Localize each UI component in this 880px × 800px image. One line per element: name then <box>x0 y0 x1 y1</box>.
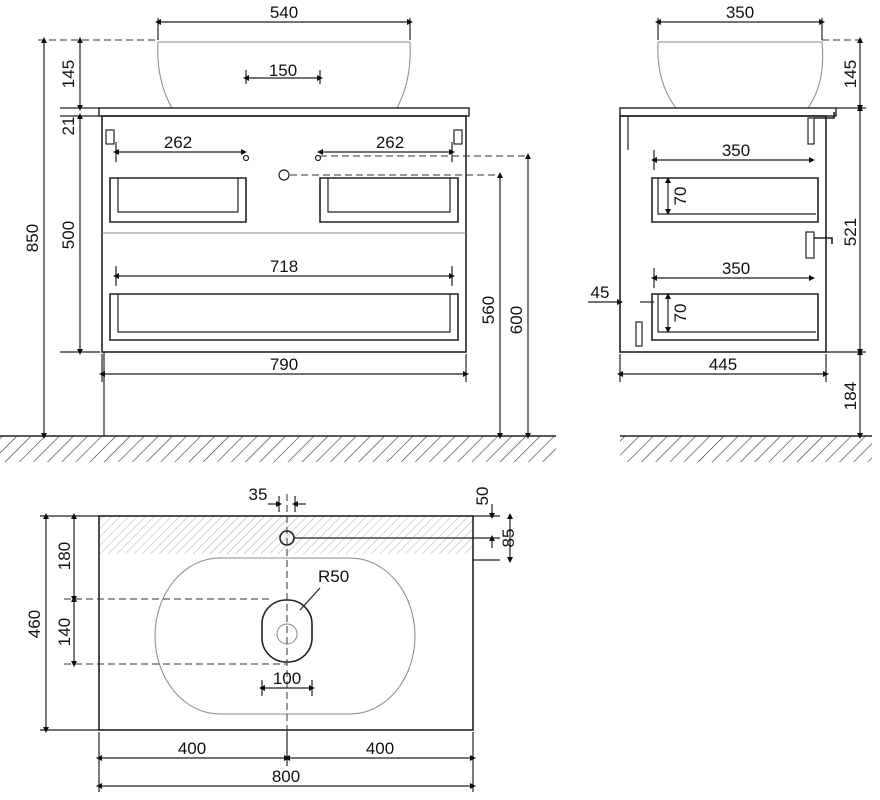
front-body-height-label: 500 <box>59 221 78 249</box>
side-pipe-top <box>814 112 835 119</box>
plan-tap-offset-label: 35 <box>249 485 268 504</box>
plan-outline <box>98 515 474 731</box>
side-dim-lower-70: 70 <box>665 293 690 333</box>
front-560-label: 560 <box>479 296 498 324</box>
plan-r50-label: R50 <box>318 567 349 586</box>
front-basin-height-label: 145 <box>59 60 78 88</box>
side-floor-hatch <box>620 436 872 462</box>
side-basin-depth-label: 350 <box>726 3 754 22</box>
side-view: 350 350 70 350 70 45 <box>588 3 872 462</box>
dim-tap-hole: 150 <box>243 61 323 84</box>
front-hinge-left <box>105 129 115 145</box>
plan-r50-leader <box>299 587 321 611</box>
front-upper-left-handle <box>109 177 247 223</box>
side-leg <box>635 321 643 347</box>
side-right-verticals: 145 521 184 <box>822 37 866 439</box>
front-tap-hole-label: 150 <box>269 61 297 80</box>
plan-left-verticals: 180 140 460 <box>25 513 99 733</box>
plan-basin-oval <box>154 557 416 715</box>
side-hinge-lower <box>805 231 815 259</box>
side-lower-height-label: 70 <box>671 304 690 323</box>
side-countertop <box>619 107 837 117</box>
side-body-height-label: 521 <box>841 218 860 246</box>
plan-tap-depth-label: 85 <box>499 529 518 548</box>
side-body-depth-label: 445 <box>709 355 737 374</box>
dim-left-262: 262 <box>113 133 247 162</box>
front-total-height-label: 850 <box>23 224 42 252</box>
dim-basin-width: 540 <box>155 3 413 40</box>
plan-total-depth-label: 460 <box>25 610 44 638</box>
front-body <box>101 115 467 353</box>
front-basin-width-label: 540 <box>270 3 298 22</box>
side-leg-offset-label: 45 <box>591 283 610 302</box>
plan-tap-from-back-label: 50 <box>473 487 492 506</box>
side-floor-clearance-label: 184 <box>841 382 860 410</box>
front-drain-hole <box>278 169 290 181</box>
dim-right-verticals: 560 600 <box>290 153 531 439</box>
plan-back-band-label: 180 <box>55 542 74 570</box>
side-dim-lower-350: 350 <box>651 259 815 288</box>
dim-lower-drawer: 718 <box>113 257 455 286</box>
side-dim-upper-70: 70 <box>665 177 690 215</box>
front-view: 540 150 262 262 718 <box>0 3 556 462</box>
plan-back-band <box>99 516 473 554</box>
front-floor-hatch <box>0 436 556 462</box>
side-upper-height-label: 70 <box>671 187 690 206</box>
plan-drain-width-label: 100 <box>273 669 301 688</box>
side-lower-depth-label: 350 <box>722 259 750 278</box>
front-left-262-label: 262 <box>164 133 192 152</box>
side-dim-upper-350: 350 <box>651 141 815 170</box>
front-790-label: 790 <box>270 355 298 374</box>
side-upper-depth-label: 350 <box>722 141 750 160</box>
plan-dim-800: 800 <box>96 767 476 789</box>
plan-dim-100: 100 <box>259 669 315 696</box>
side-dim-445: 445 <box>617 354 829 382</box>
plan-drain-band-label: 140 <box>55 618 74 646</box>
front-right-262-label: 262 <box>376 133 404 152</box>
side-body <box>619 115 827 353</box>
plan-dim-35: 35 <box>249 485 306 512</box>
plan-total-width-label: 800 <box>272 767 300 786</box>
front-718-label: 718 <box>270 257 298 276</box>
side-dim-45: 45 <box>588 283 654 305</box>
side-basin-height-label: 145 <box>841 60 860 88</box>
side-dim-basin: 350 <box>655 3 825 40</box>
front-upper-right-handle <box>319 177 459 223</box>
front-countertop <box>98 107 470 117</box>
front-600-label: 600 <box>507 306 526 334</box>
front-hole-left <box>242 154 250 162</box>
dim-body-width: 790 <box>99 354 469 382</box>
side-hinge-upper <box>807 117 815 145</box>
front-hole-right <box>314 154 322 162</box>
dim-right-262: 262 <box>317 133 455 162</box>
side-lower-drawer <box>651 293 819 341</box>
front-countertop-label: 21 <box>59 117 78 136</box>
plan-half-right-label: 400 <box>366 739 394 758</box>
side-basin <box>657 41 824 109</box>
plan-dim-right: 50 85 <box>294 487 518 563</box>
front-hinge-right <box>453 129 463 145</box>
side-upper-drawer <box>651 177 819 223</box>
dim-left-verticals: 145 21 500 850 <box>23 37 158 439</box>
plan-half-left-label: 400 <box>178 739 206 758</box>
plan-view: R50 35 50 85 180 140 <box>25 485 518 792</box>
side-pipe-lower <box>814 237 833 244</box>
front-lower-handle <box>109 293 459 341</box>
plan-dim-halves: 400 400 <box>96 732 476 792</box>
